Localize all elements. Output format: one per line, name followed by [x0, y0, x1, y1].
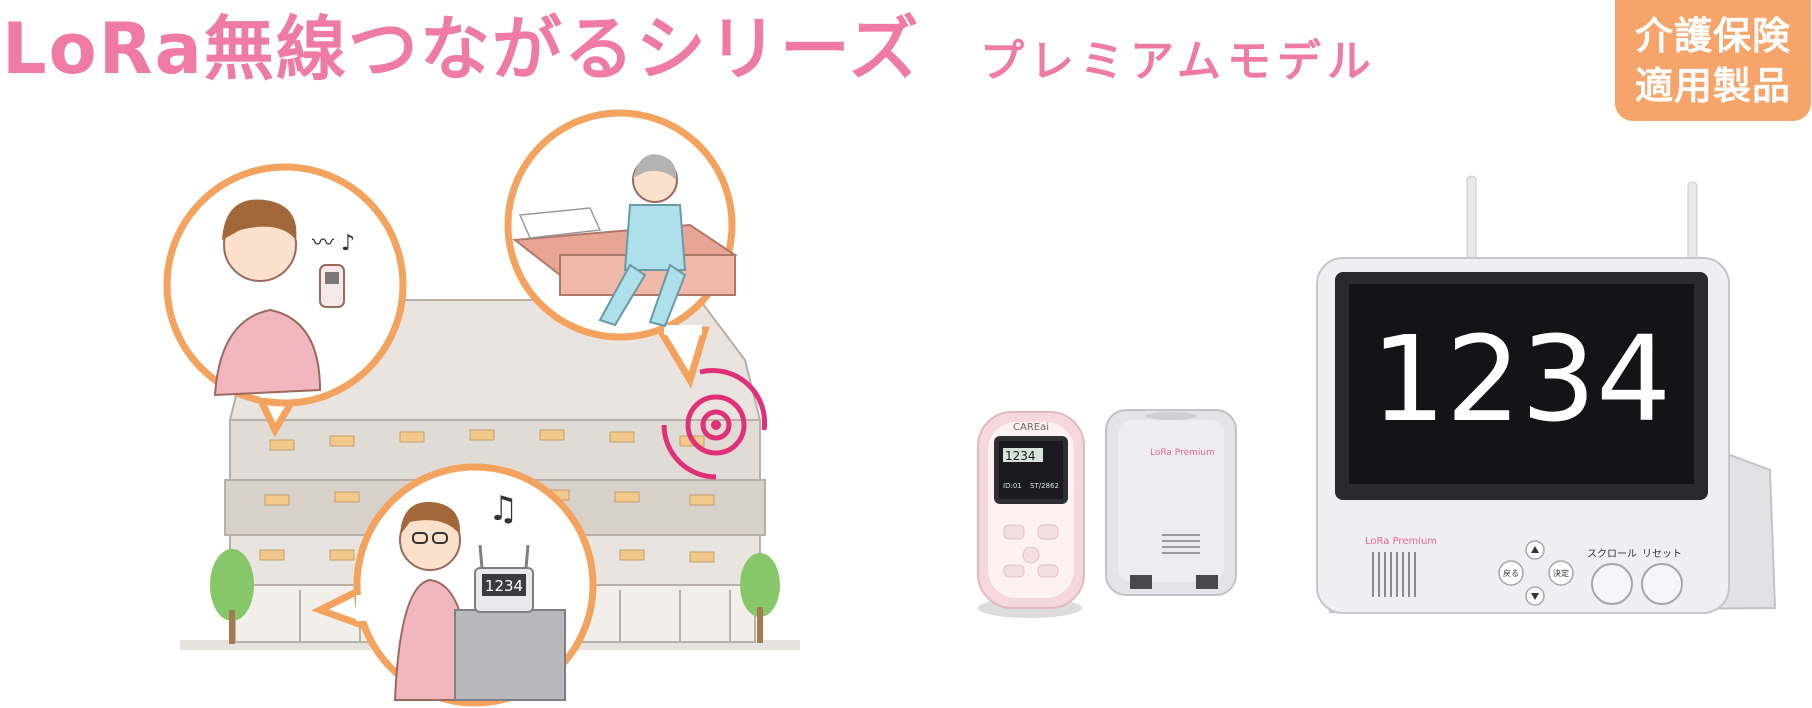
page-title: LoRa無線つながるシリーズ: [2, 8, 921, 90]
resident-bubble: [504, 109, 738, 389]
svg-text:♫: ♫: [488, 489, 518, 529]
sensor-label: LoRa Premium: [1150, 448, 1215, 458]
signal-icon: [661, 367, 768, 480]
scroll-button-shape: [1591, 563, 1633, 605]
reset-label: リセット: [1642, 548, 1682, 560]
handset-display-code: ST/2862: [1030, 482, 1059, 490]
handset-device: CAREai 1234 ID:01 ST/2862: [977, 411, 1085, 618]
illustration-receiver-display: 1234: [485, 577, 523, 595]
back-button-label: 戻る: [1503, 568, 1519, 578]
staff-receiver-bubble: 1234 ♫: [311, 463, 597, 707]
badge-line-1: 介護保険: [1634, 13, 1791, 58]
enter-button-label: 決定: [1553, 568, 1569, 578]
caregiver-bubble: 〰 ♪: [163, 163, 407, 438]
handset-brand: CAREai: [1013, 422, 1049, 433]
scroll-label: スクロール: [1587, 548, 1637, 560]
svg-text:〰 ♪: 〰 ♪: [312, 231, 355, 256]
monitor-label: LoRa Premium: [1365, 536, 1437, 547]
monitor-device: 1234 LoRa Premium 戻る 決定 スクロール リセット: [1316, 175, 1777, 614]
sensor-device: LoRa Premium: [1105, 409, 1237, 596]
handset-display-number: 1234: [1005, 449, 1036, 463]
reset-button-shape: [1641, 563, 1683, 605]
enter-button-shape: [1548, 560, 1574, 586]
monitor-display-number: 1234: [1371, 310, 1671, 448]
page-subtitle: プレミアムモデル: [980, 36, 1377, 87]
badge-line-2: 適用製品: [1634, 63, 1791, 108]
handset-display-id: ID:01: [1003, 482, 1022, 490]
back-button-shape: [1498, 560, 1524, 586]
insurance-badge: 介護保険 適用製品: [1615, 0, 1811, 121]
